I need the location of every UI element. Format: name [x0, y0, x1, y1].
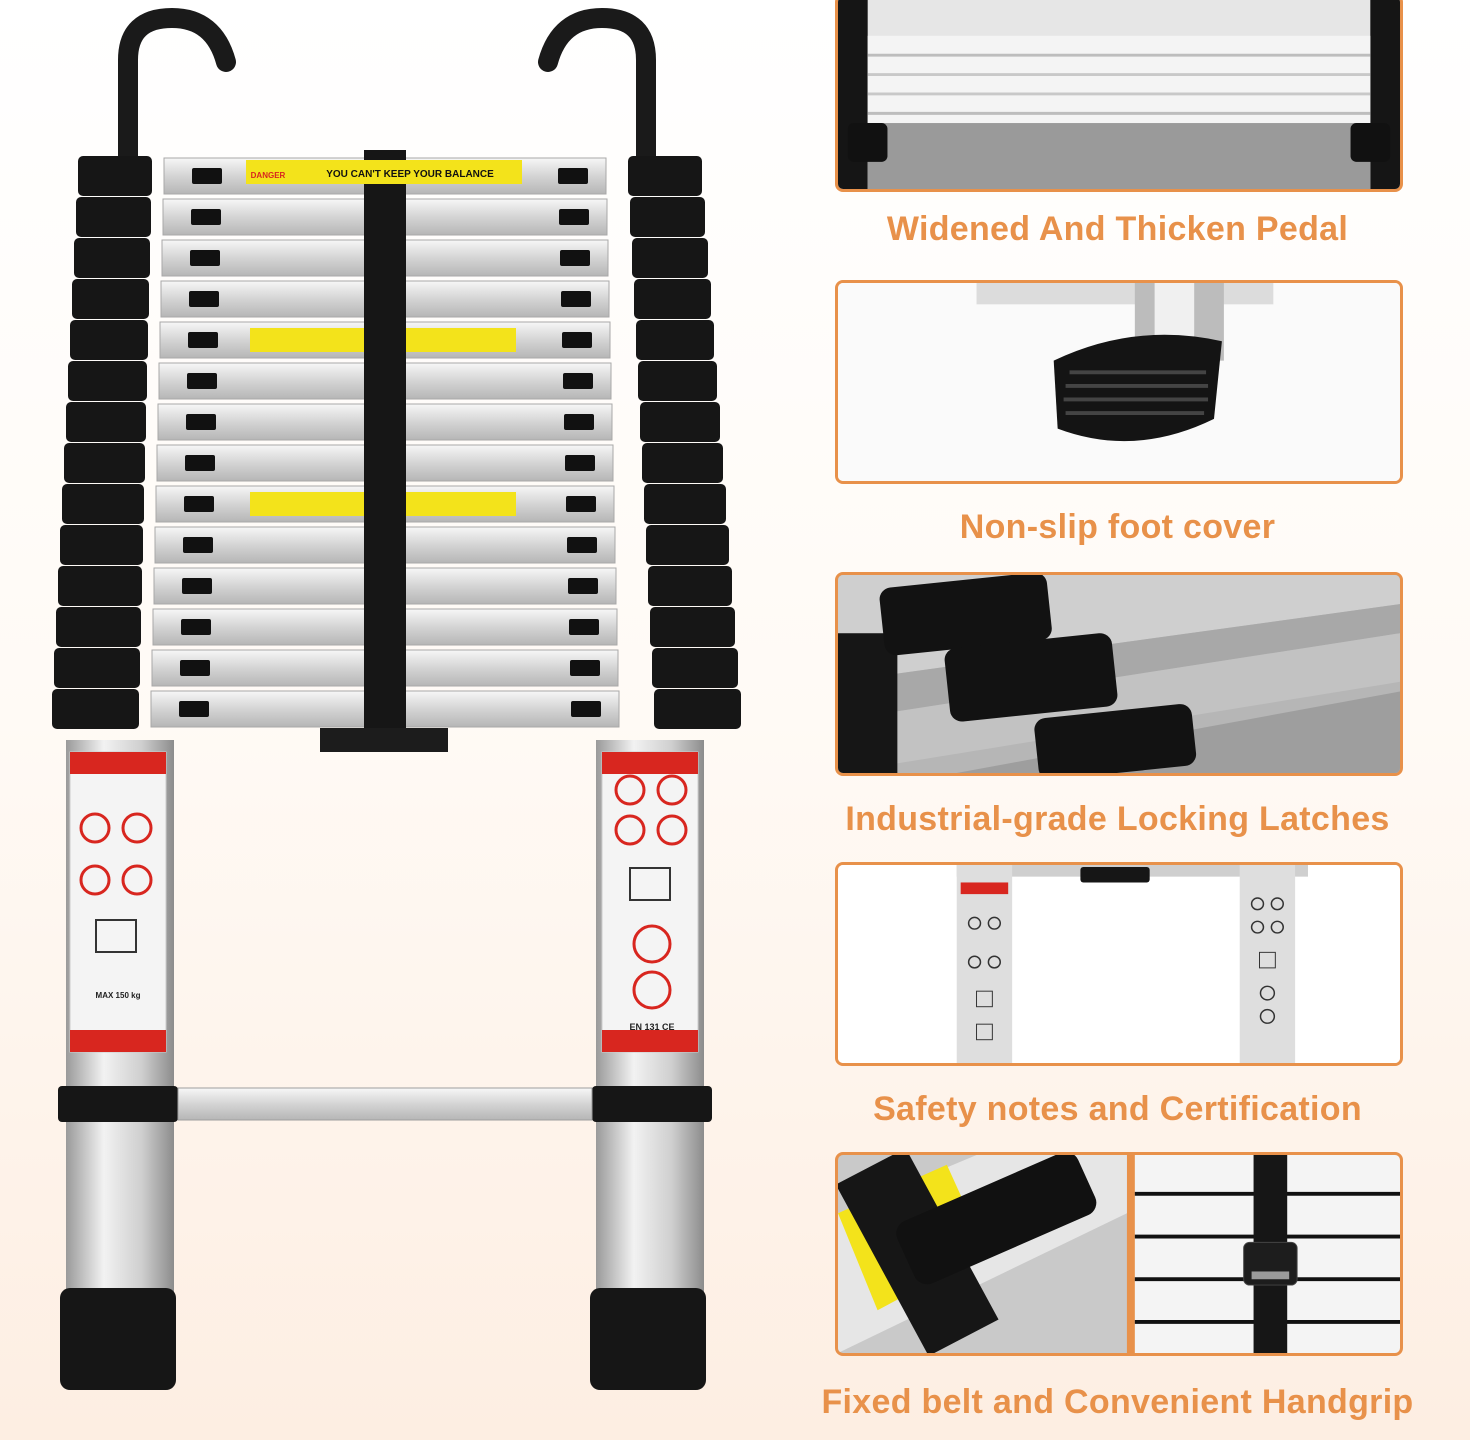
danger-label: DANGER — [251, 171, 286, 180]
caption-latches: Industrial-grade Locking Latches — [845, 800, 1390, 838]
rung-latch-icon — [187, 373, 217, 389]
rung-latch-icon — [563, 373, 593, 389]
right-foot-cap — [590, 1288, 706, 1390]
top-warning-sticker: DANGER YOU CAN'T KEEP YOUR BALANCE — [246, 160, 522, 184]
rung-end-cap — [76, 197, 151, 237]
rung-latch-icon — [561, 291, 591, 307]
rung-latch-icon — [188, 332, 218, 348]
rung-latch-icon — [570, 660, 600, 676]
caption-safety: Safety notes and Certification — [873, 1090, 1362, 1128]
right-pole-safety-label: EN 131 CE — [601, 751, 699, 1053]
rung-latch-icon — [184, 496, 214, 512]
rung-latch-icon — [180, 660, 210, 676]
caption-belt-handgrip: Fixed belt and Convenient Handgrip — [821, 1383, 1414, 1421]
rung-end-cap — [72, 279, 149, 319]
rung-end-cap — [654, 689, 741, 729]
rung-latch-icon — [564, 414, 594, 430]
rung-end-cap — [648, 566, 732, 606]
top-warning-text: YOU CAN'T KEEP YOUR BALANCE — [326, 169, 494, 180]
rung-latch-icon — [569, 619, 599, 635]
rung-end-cap — [58, 566, 142, 606]
rung-end-cap — [630, 197, 705, 237]
rung-latch-icon — [191, 209, 221, 225]
rung-latch-icon — [558, 168, 588, 184]
rung-latch-icon — [190, 250, 220, 266]
rung-latch-icon — [562, 332, 592, 348]
caption-foot-cover: Non-slip foot cover — [959, 508, 1276, 546]
rung-latch-icon — [560, 250, 590, 266]
rung-end-cap — [60, 525, 143, 565]
rung-latch-icon — [566, 496, 596, 512]
belt-handgrip-detail-image — [835, 1152, 1403, 1356]
safety-certification-detail-image — [835, 862, 1403, 1066]
rung-end-cap — [52, 689, 139, 729]
rung-end-cap — [640, 402, 720, 442]
right-hook-icon — [538, 7, 656, 170]
left-hook-icon — [118, 7, 236, 170]
rung-latch-icon — [182, 578, 212, 594]
rung-latch-icon — [567, 537, 597, 553]
left-pole-safety-label: MAX 150 kg — [69, 751, 167, 1053]
rung-end-cap — [66, 402, 146, 442]
rung-latch-icon — [568, 578, 598, 594]
rung-end-cap — [70, 320, 148, 360]
rung-end-cap — [64, 443, 145, 483]
rung-latch-icon — [192, 168, 222, 184]
rung-end-cap — [634, 279, 711, 319]
rung-latch-icon — [565, 455, 595, 471]
fixing-belt — [364, 150, 406, 735]
rung-end-cap — [68, 361, 147, 401]
max-load-text: MAX 150 kg — [96, 991, 141, 1000]
rung-end-cap — [632, 238, 708, 278]
belt-handgrip — [320, 728, 448, 752]
rung-end-cap — [644, 484, 726, 524]
bottom-rung — [177, 1087, 593, 1121]
rung-latch-icon — [189, 291, 219, 307]
rung-end-cap — [642, 443, 723, 483]
rung-end-cap — [638, 361, 717, 401]
pedal-detail-image — [835, 0, 1403, 192]
caption-pedal: Widened And Thicken Pedal — [886, 210, 1349, 248]
rung-latch-icon — [559, 209, 589, 225]
rung-latch-icon — [185, 455, 215, 471]
certification-text: EN 131 CE — [629, 1022, 674, 1032]
rung-end-cap — [650, 607, 735, 647]
rung-end-cap — [54, 648, 140, 688]
rung-end-cap — [652, 648, 738, 688]
rung-end-cap — [62, 484, 144, 524]
rung-latch-icon — [183, 537, 213, 553]
locking-latches-detail-image — [835, 572, 1403, 776]
left-foot-cap — [60, 1288, 176, 1390]
rung-latch-icon — [181, 619, 211, 635]
rung-end-cap — [646, 525, 729, 565]
rung-latch-icon — [186, 414, 216, 430]
rung-end-cap — [74, 238, 150, 278]
rung-end-cap — [628, 156, 702, 196]
rung-end-cap — [78, 156, 152, 196]
rung-latch-icon — [571, 701, 601, 717]
rung-end-cap — [636, 320, 714, 360]
foot-cover-detail-image — [835, 280, 1403, 484]
rung-end-cap — [56, 607, 141, 647]
telescopic-ladder-illustration: MAX 150 kg EN 131 CE DANGER YOU CAN'T KE… — [52, 7, 741, 1390]
rung-latch-icon — [179, 701, 209, 717]
